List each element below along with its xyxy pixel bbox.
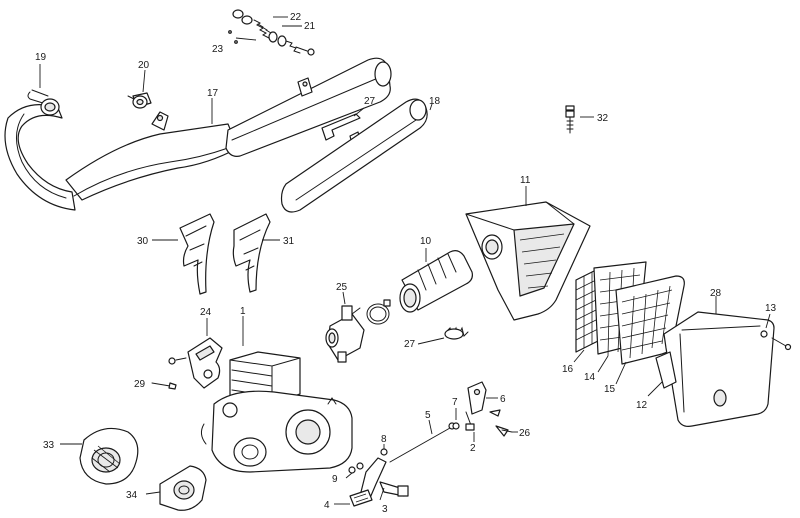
- callout-34: 34: [126, 490, 138, 501]
- callout-3: 3: [382, 504, 388, 515]
- callout-9: 9: [332, 474, 338, 485]
- callout-28: 28: [710, 288, 722, 299]
- rod-2: [465, 411, 475, 442]
- clip-7: [452, 408, 460, 430]
- heat-shield-18: [280, 98, 433, 213]
- spring-bolt-assembly: [228, 9, 315, 56]
- callout-22: 22: [290, 12, 302, 23]
- washers-9: [345, 462, 364, 479]
- engine-block-1: [200, 316, 353, 473]
- callout-10: 10: [420, 236, 432, 247]
- intake-hose-10: [399, 248, 473, 313]
- screw-29: [151, 382, 177, 390]
- sprocket-cover-34: [145, 465, 207, 511]
- pin-19: [27, 64, 49, 105]
- callout-23: 23: [212, 44, 224, 55]
- bolt-26: [489, 409, 518, 437]
- pedal-4: [334, 457, 387, 507]
- callout-27-top: 27: [364, 96, 376, 107]
- callout-labels: 1 2 3 4 5 6 7 8 9 10 11 12 13 14 15 16 1…: [35, 12, 777, 515]
- callout-4: 4: [324, 500, 330, 511]
- bolt-32: [565, 105, 594, 134]
- callout-30: 30: [137, 236, 149, 247]
- clutch-cover-33: [60, 427, 139, 485]
- bracket-24: [168, 318, 223, 389]
- callout-24: 24: [200, 307, 212, 318]
- lever-6: [467, 381, 498, 415]
- cable-5: [389, 419, 456, 463]
- callout-1: 1: [240, 306, 246, 317]
- callout-19: 19: [35, 52, 47, 63]
- shaft-3: [379, 481, 409, 501]
- callout-25: 25: [336, 282, 348, 293]
- callout-27-lower: 27: [404, 339, 416, 350]
- spring-27-lower: [417, 326, 469, 345]
- callout-5: 5: [425, 410, 431, 421]
- callout-16: 16: [562, 364, 574, 375]
- screw-13: [771, 337, 792, 351]
- callout-14: 14: [584, 372, 596, 383]
- callout-17: 17: [207, 88, 219, 99]
- callout-12: 12: [636, 400, 648, 411]
- spring-assembly-leaders: [235, 16, 302, 41]
- bracket-30: [152, 213, 215, 295]
- callout-26: 26: [519, 428, 531, 439]
- bracket-31: [232, 213, 280, 293]
- airbox-cover-28: [647, 296, 775, 427]
- air-box-11: [465, 186, 591, 321]
- callout-18: 18: [429, 96, 441, 107]
- rubber-mount-20: [127, 69, 152, 109]
- exhaust-pipe-17: [4, 57, 392, 211]
- callout-2: 2: [470, 443, 476, 454]
- callout-7: 7: [452, 397, 458, 408]
- callout-31: 31: [283, 236, 295, 247]
- callout-8: 8: [381, 434, 387, 445]
- callout-15: 15: [604, 384, 616, 395]
- callout-6: 6: [500, 394, 506, 405]
- callout-13: 13: [765, 303, 777, 314]
- callout-20: 20: [138, 60, 150, 71]
- carburetor-25: [325, 291, 391, 363]
- callout-21: 21: [304, 21, 316, 32]
- callout-29: 29: [134, 379, 146, 390]
- callout-32: 32: [597, 113, 609, 124]
- callout-33: 33: [43, 440, 55, 451]
- washer-8: [380, 444, 388, 456]
- callout-11: 11: [520, 175, 531, 186]
